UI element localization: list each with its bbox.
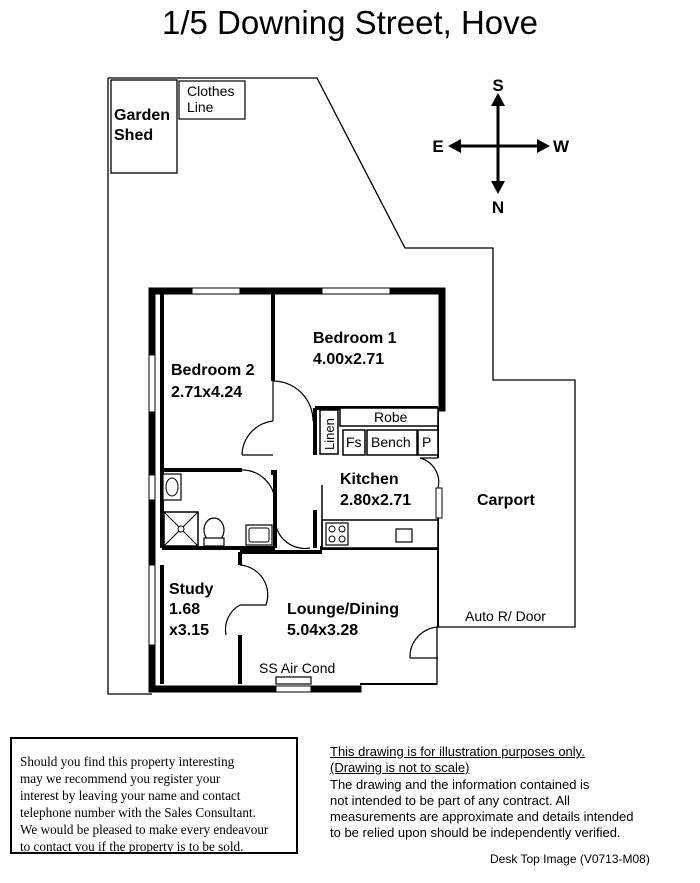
pantry	[417, 429, 439, 456]
kitchen-size: 2.80x2.71	[340, 492, 411, 509]
study-size-1: 1.68	[169, 601, 200, 618]
interest-line: may we recommend you register your	[20, 771, 221, 786]
page-title: 1/5 Downing Street, Hove	[161, 4, 539, 41]
bath-vanity	[245, 524, 273, 546]
interest-line: We would be pleased to make every endeav…	[20, 822, 269, 837]
clothes-line-label: Clothes	[187, 83, 234, 99]
interest-line: to contact you if the property is to be …	[20, 839, 244, 854]
compass-south: S	[492, 76, 503, 95]
kitchen-sink	[395, 528, 413, 543]
footer-reference: Desk Top Image (V0713-M08)	[490, 852, 650, 866]
cooktop	[325, 522, 349, 546]
kitchen-name: Kitchen	[340, 471, 399, 488]
study-size-2: x3.15	[169, 622, 209, 639]
disclaimer-body: The drawing and the information containe…	[330, 776, 590, 792]
bedroom1-size: 4.00x2.71	[313, 351, 384, 368]
linen	[319, 409, 339, 455]
floor-plan: Garden Shed Clothes Line S N E W	[107, 76, 576, 695]
bench	[366, 429, 418, 456]
disclaimer-line-2: (Drawing is not to scale)	[330, 760, 470, 776]
pantry-label: P	[422, 434, 431, 450]
bedroom1-name: Bedroom 1	[313, 330, 397, 347]
air-cond-unit	[275, 676, 312, 685]
clothes-line	[178, 80, 246, 120]
interest-line: telephone number with the Sales Consulta…	[20, 805, 256, 820]
carport-wall-window	[435, 487, 443, 519]
disclaimer-body: to be relied upon should be independentl…	[330, 825, 621, 841]
garden-shed-label: Garden	[114, 107, 170, 124]
study-name: Study	[169, 581, 214, 598]
windows	[148, 287, 391, 693]
compass-east: E	[432, 137, 443, 156]
bench-label: Bench	[371, 434, 411, 450]
exterior-walls	[148, 287, 446, 693]
disclaimer-body: measurements are approximate and details…	[330, 809, 634, 825]
compass-north: N	[492, 198, 504, 217]
door-swings	[224, 380, 440, 659]
property-boundary	[108, 77, 576, 685]
robe-label: Robe	[374, 409, 408, 425]
disclaimer: This drawing is for illustration purpose…	[330, 744, 690, 842]
bedroom2-size: 2.71x4.24	[171, 384, 242, 401]
disclaimer-line-1: This drawing is for illustration purpose…	[330, 744, 585, 759]
interest-notice: Should you find this property interestin…	[10, 737, 298, 854]
auto-door-label: Auto R/ Door	[465, 608, 546, 624]
clothes-line-label-2: Line	[187, 99, 214, 115]
garden-shed-label-2: Shed	[114, 127, 153, 144]
lounge-size: 5.04x3.28	[287, 622, 358, 639]
bedroom2-name: Bedroom 2	[171, 362, 255, 379]
air-cond-label: SS Air Cond	[259, 660, 335, 676]
interest-line: interest by leaving your name and contac…	[20, 788, 241, 803]
compass: S N E W	[432, 76, 570, 217]
fs-label: Fs	[346, 434, 362, 450]
property-boundary-left	[107, 78, 152, 695]
garden-shed	[110, 79, 178, 174]
disclaimer-body: not intended to be part of any contract.…	[330, 792, 570, 808]
robe	[339, 407, 439, 427]
lounge-name: Lounge/Dining	[287, 601, 399, 618]
carport-name: Carport	[477, 492, 535, 509]
fridge-space	[342, 429, 366, 456]
compass-west: W	[553, 137, 570, 156]
interest-line: Should you find this property interestin…	[20, 754, 235, 769]
linen-label: Linen	[322, 418, 337, 450]
